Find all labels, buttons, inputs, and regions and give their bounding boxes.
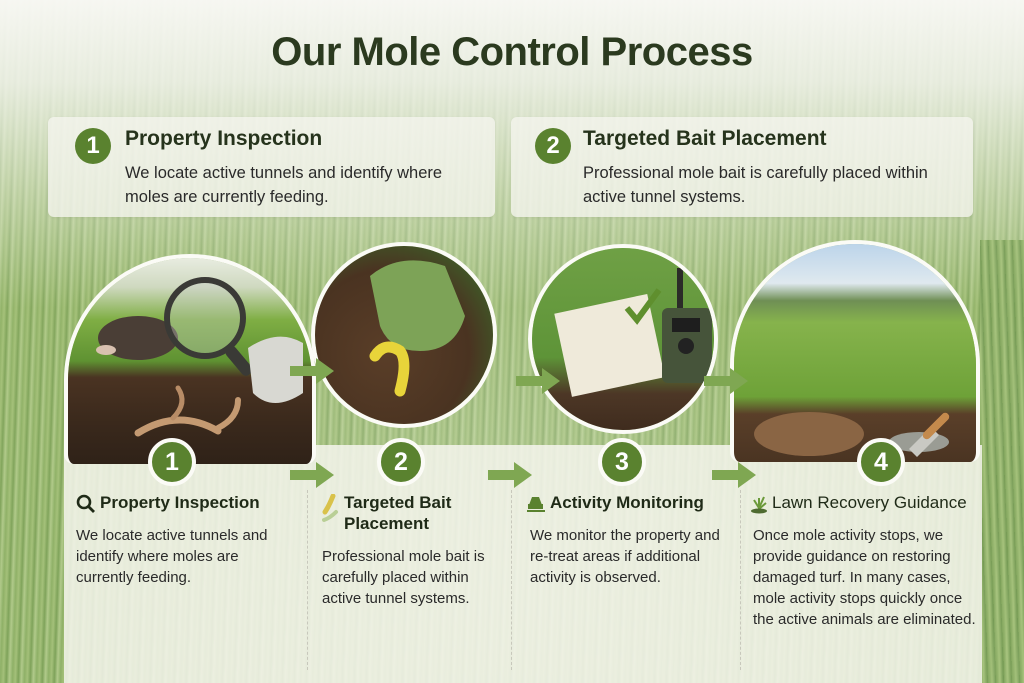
step-1-body: We locate active tunnels and identify wh…	[76, 527, 268, 586]
step-number-badge: 3	[598, 438, 646, 486]
arrow-right-icon	[704, 368, 748, 394]
step-3-image	[528, 244, 718, 434]
step-3-body: We monitor the property and re-treat are…	[530, 527, 720, 586]
step-3-title: Activity Monitoring	[526, 492, 704, 513]
step-2-image	[311, 242, 497, 428]
step-number-badge: 4	[857, 438, 905, 486]
magnifier-icon	[76, 494, 95, 513]
arrow-right-icon	[290, 358, 334, 384]
grass-edge	[980, 240, 1024, 683]
summary-card-body: We locate active tunnels and identify wh…	[125, 164, 443, 206]
step-number-badge: 1	[75, 128, 111, 164]
grass-sprout-icon	[751, 496, 767, 514]
step-4-body: Once mole activity stops, we provide gui…	[753, 527, 976, 628]
arrow-right-icon	[516, 368, 560, 394]
summary-card-1: 1 Property Inspection We locate active t…	[48, 117, 495, 217]
step-4-title: Lawn Recovery Guidance	[750, 492, 967, 514]
lawn-trowel-illustration	[754, 412, 950, 457]
step-2-title: Targeted Bait Placement	[320, 492, 500, 534]
step-4-image	[730, 240, 980, 462]
step-1-image	[64, 254, 316, 464]
process-panel	[64, 445, 982, 683]
mole-illustration	[96, 277, 303, 437]
glove-bait-illustration	[369, 260, 465, 397]
summary-card-2: 2 Targeted Bait Placement Professional m…	[511, 117, 973, 217]
step-number-badge: 1	[148, 438, 196, 486]
trail-camera-icon	[527, 496, 545, 512]
step-number-badge: 2	[377, 438, 425, 486]
column-divider	[307, 490, 308, 670]
arrow-right-icon	[290, 462, 334, 488]
column-divider	[740, 490, 741, 670]
arrow-right-icon	[488, 462, 532, 488]
column-divider	[511, 490, 512, 670]
summary-card-body: Professional mole bait is carefully plac…	[583, 164, 928, 206]
step-2-body: Professional mole bait is carefully plac…	[322, 548, 485, 607]
summary-card-title: Property Inspection	[125, 127, 323, 150]
step-1-title: Property Inspection	[76, 492, 260, 514]
notepad-camera-illustration	[554, 268, 712, 397]
step-number-badge: 2	[535, 128, 571, 164]
page-title: Our Mole Control Process	[271, 30, 753, 74]
arrow-right-icon	[712, 462, 756, 488]
summary-card-title: Targeted Bait Placement	[583, 127, 827, 150]
bait-icon	[322, 494, 338, 522]
